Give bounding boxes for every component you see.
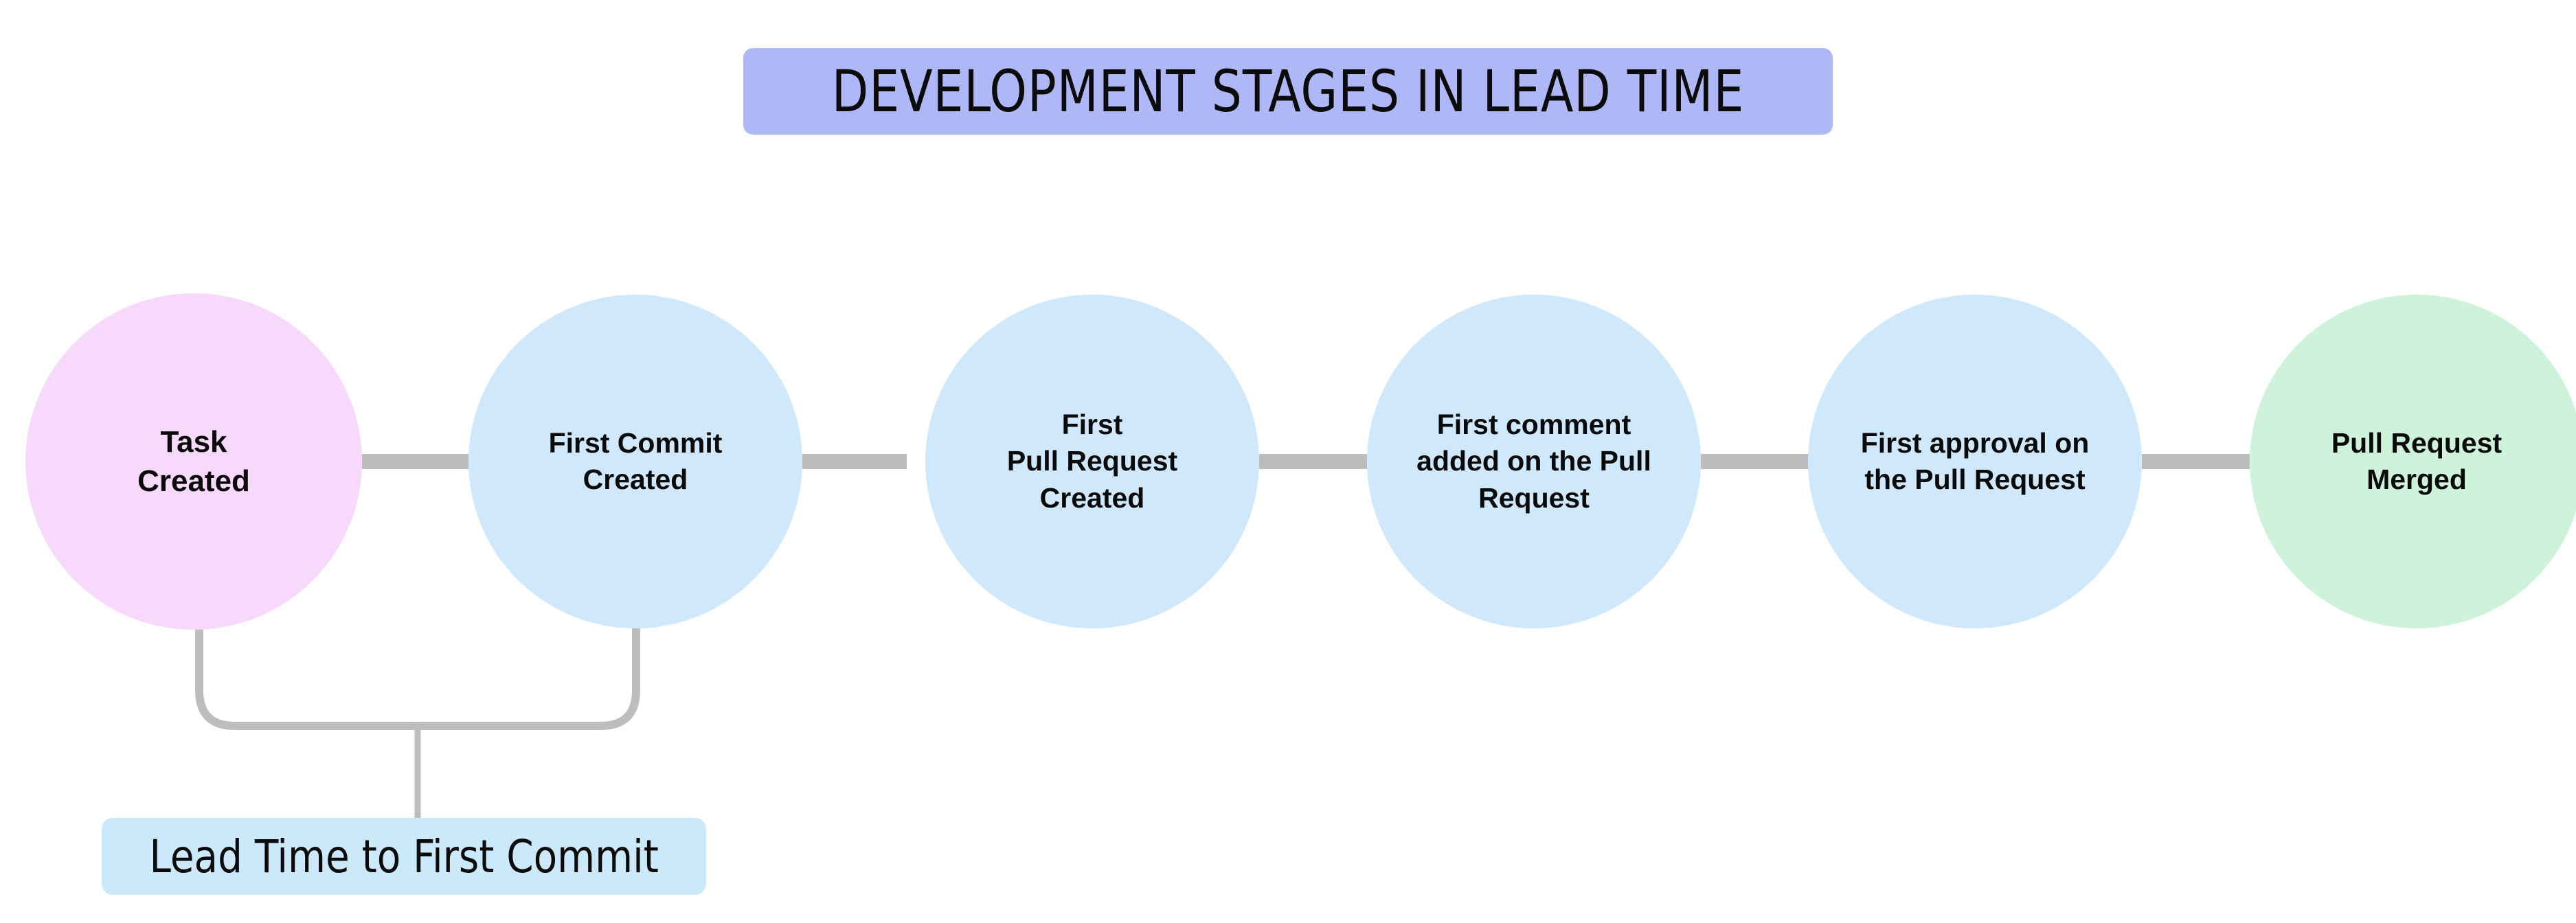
stage-node-first-pull-request-created[interactable]: First Pull Request Created	[925, 295, 1259, 628]
stage-label-first-commit-created: First Commit Created	[548, 426, 723, 495]
connector-first-pr-to-first-comment	[1259, 454, 1367, 469]
lead-time-annotation-box[interactable]: Lead Time to First Commit	[102, 818, 706, 895]
stage-node-pull-request-merged[interactable]: Pull Request Merged	[2250, 295, 2576, 628]
connector-first-approval-to-merged	[2142, 454, 2250, 469]
stage-node-first-approval-on-pull-request[interactable]: First approval on the Pull Request	[1808, 295, 2142, 628]
page-title: DEVELOPMENT STAGES IN LEAD TIME	[831, 58, 1745, 125]
stage-node-first-commit-created[interactable]: First Commit Created	[468, 295, 802, 628]
connector-task-to-first-commit	[362, 454, 470, 469]
lead-time-annotation-label: Lead Time to First Commit	[149, 830, 659, 883]
diagram-title-banner: DEVELOPMENT STAGES IN LEAD TIME	[743, 48, 1833, 135]
connector-first-comment-to-first-approval	[1701, 454, 1809, 469]
stage-label-first-approval-on-pull-request: First approval on the Pull Request	[1860, 426, 2090, 495]
stage-label-first-pull-request-created: First Pull Request Created	[1006, 409, 1178, 514]
stage-node-first-comment-on-pull-request[interactable]: First comment added on the Pull Request	[1367, 295, 1701, 628]
bracket-path	[195, 628, 640, 730]
connector-first-commit-to-first-pr	[802, 454, 907, 469]
stage-node-task-created[interactable]: Task Created	[25, 293, 362, 630]
stage-label-first-comment-on-pull-request: First comment added on the Pull Request	[1416, 409, 1651, 514]
stage-label-pull-request-merged: Pull Request Merged	[2331, 426, 2502, 495]
stage-label-task-created: Task Created	[137, 424, 250, 498]
